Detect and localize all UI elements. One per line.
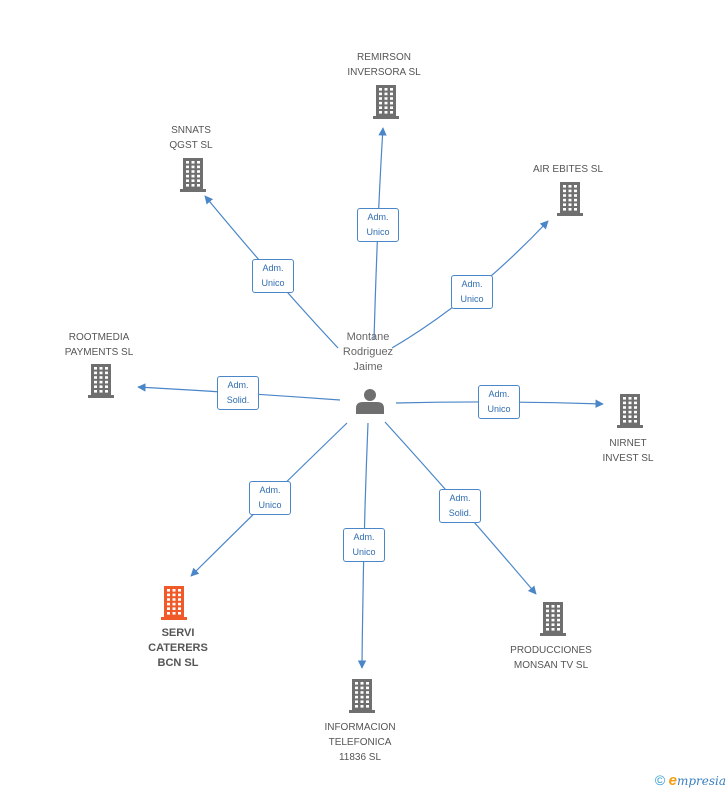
company-label-remirson[interactable]: REMIRSON INVERSORA SL bbox=[314, 50, 454, 80]
role-badge-nirnet[interactable]: Adm. Unico bbox=[478, 385, 520, 419]
company-label-line: PAYMENTS SL bbox=[64, 347, 134, 358]
role-badge-remirson[interactable]: Adm. Unico bbox=[357, 208, 399, 242]
role-line: Adm. bbox=[353, 532, 375, 542]
brand-initial: e bbox=[668, 772, 677, 789]
role-badge-snnats[interactable]: Adm. Unico bbox=[252, 259, 294, 293]
company-label-line: MONSAN TV SL bbox=[513, 660, 589, 671]
company-label-line: QGST SL bbox=[169, 140, 213, 151]
company-label-servi-caterers[interactable]: SERVI CATERERS BCN SL bbox=[108, 626, 248, 671]
company-label-line: REMIRSON bbox=[357, 52, 411, 63]
role-badge-informacion[interactable]: Adm. Unico bbox=[343, 528, 385, 562]
role-badge-air-ebites[interactable]: Adm. Unico bbox=[451, 275, 493, 309]
role-line: Unico bbox=[352, 547, 376, 557]
role-line: Unico bbox=[258, 500, 282, 510]
company-label-line: BCN SL bbox=[157, 657, 199, 669]
company-label-line: ROOTMEDIA bbox=[68, 332, 130, 343]
footer-brand[interactable]: © empresia bbox=[655, 772, 726, 789]
company-label-line: INVERSORA SL bbox=[347, 67, 421, 78]
building-icon[interactable] bbox=[349, 679, 375, 713]
building-icon[interactable] bbox=[617, 394, 643, 428]
role-badge-rootmedia[interactable]: Adm. Solid. bbox=[217, 376, 259, 410]
role-line: Unico bbox=[261, 278, 285, 288]
role-line: Adm. bbox=[259, 485, 281, 495]
company-label-producciones[interactable]: PRODUCCIONES MONSAN TV SL bbox=[481, 643, 621, 673]
company-label-snnats[interactable]: SNNATS QGST SL bbox=[121, 123, 261, 153]
role-line: Unico bbox=[460, 294, 484, 304]
building-icon[interactable] bbox=[88, 364, 114, 398]
company-label-line: INVEST SL bbox=[602, 453, 654, 464]
company-label-nirnet[interactable]: NIRNET INVEST SL bbox=[558, 436, 698, 466]
center-person-name[interactable]: Montane Rodriguez Jaime bbox=[318, 330, 418, 375]
role-line: Adm. bbox=[227, 380, 249, 390]
building-icon[interactable] bbox=[161, 586, 187, 620]
brand-name: mpresia bbox=[676, 774, 726, 788]
role-line: Solid. bbox=[226, 395, 250, 405]
center-name-line: Montane bbox=[346, 331, 390, 343]
building-icon[interactable] bbox=[180, 158, 206, 192]
role-badge-producciones[interactable]: Adm. Solid. bbox=[439, 489, 481, 523]
building-icon[interactable] bbox=[557, 182, 583, 216]
company-label-line: SERVI bbox=[161, 627, 195, 639]
center-name-line: Jaime bbox=[353, 361, 383, 373]
role-line: Adm. bbox=[262, 263, 284, 273]
role-line: Solid. bbox=[448, 508, 472, 518]
company-label-line: 11836 SL bbox=[338, 752, 382, 763]
center-name-line: Rodriguez bbox=[342, 346, 394, 358]
role-line: Unico bbox=[487, 404, 511, 414]
role-line: Adm. bbox=[461, 279, 483, 289]
role-line: Adm. bbox=[488, 389, 510, 399]
role-line: Adm. bbox=[449, 493, 471, 503]
person-icon[interactable] bbox=[356, 389, 384, 414]
role-badge-servi-caterers[interactable]: Adm. Unico bbox=[249, 481, 291, 515]
company-label-line: PRODUCCIONES bbox=[510, 645, 592, 656]
company-label-air-ebites[interactable]: AIR EBITES SL bbox=[498, 162, 638, 177]
role-line: Unico bbox=[366, 227, 390, 237]
company-label-line: CATERERS bbox=[148, 642, 208, 654]
building-icon[interactable] bbox=[540, 602, 566, 636]
company-label-rootmedia[interactable]: ROOTMEDIA PAYMENTS SL bbox=[29, 330, 169, 360]
company-label-line: NIRNET bbox=[609, 438, 647, 449]
company-label-line: SNNATS bbox=[171, 125, 211, 136]
company-label-informacion[interactable]: INFORMACION TELEFONICA 11836 SL bbox=[290, 720, 430, 765]
company-label-line: INFORMACION bbox=[324, 722, 396, 733]
role-line: Adm. bbox=[367, 212, 389, 222]
building-icon[interactable] bbox=[373, 85, 399, 119]
company-label-line: TELEFONICA bbox=[328, 737, 392, 748]
copyright-symbol: © bbox=[654, 772, 666, 788]
company-label-line: AIR EBITES SL bbox=[532, 164, 604, 175]
